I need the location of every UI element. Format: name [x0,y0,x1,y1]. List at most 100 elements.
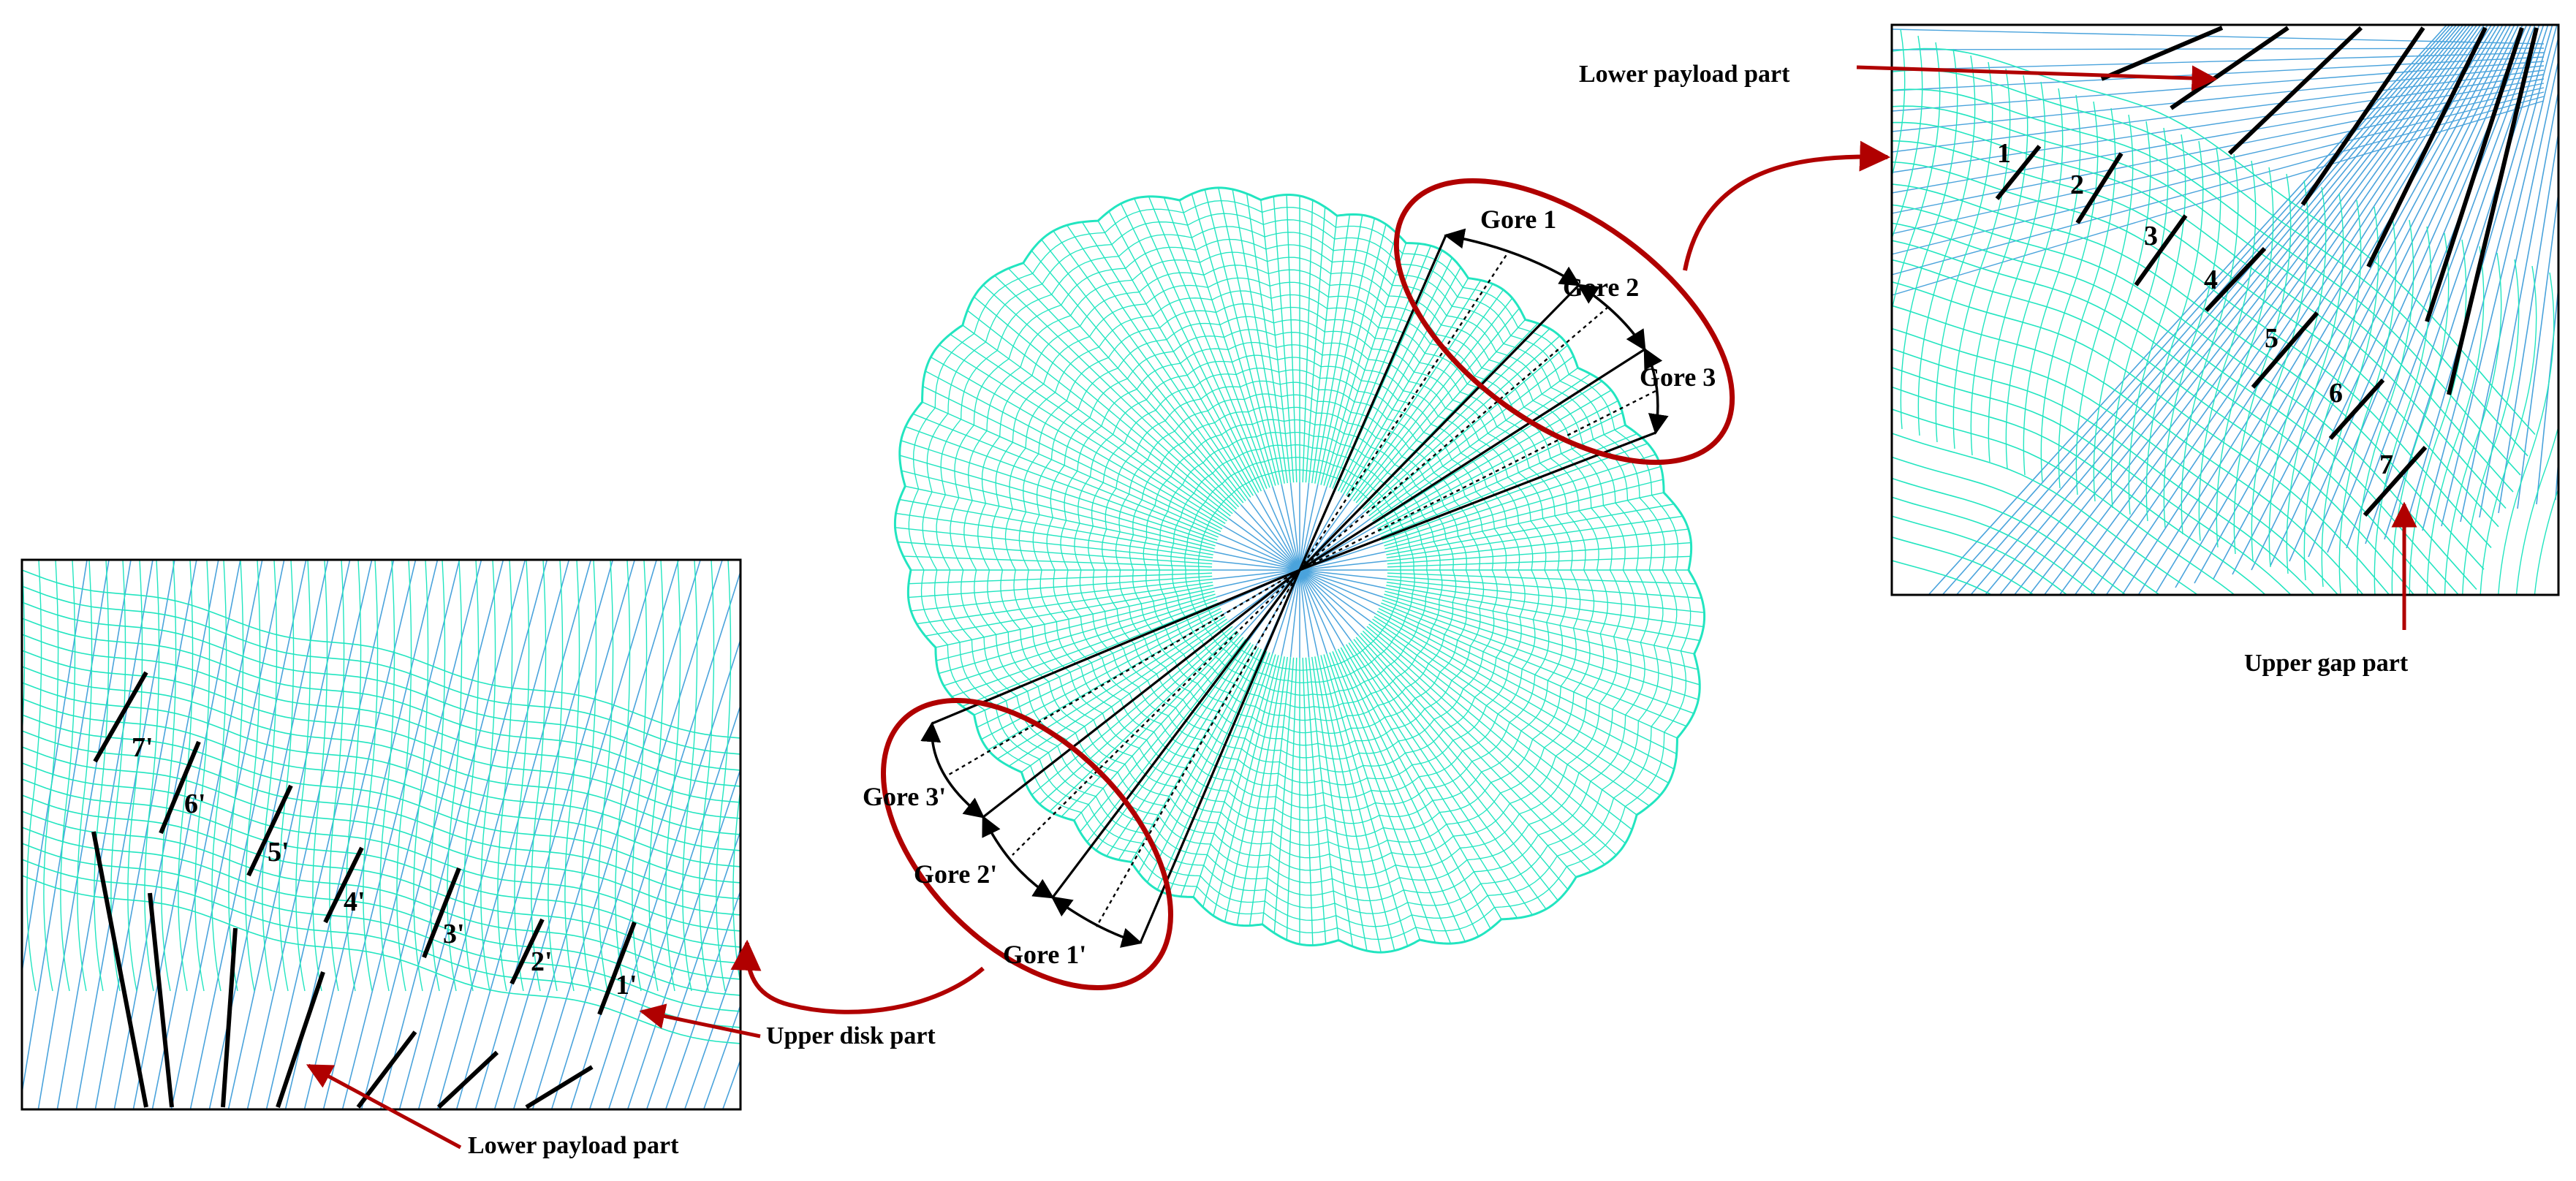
canopy-mesh-line [962,602,1219,707]
mesh-line [2181,153,2239,535]
mesh-line [2426,246,2485,595]
canopy-mesh-line [1343,278,1469,495]
vent-spoke [1289,482,1300,571]
mesh-line [1892,161,2492,548]
canopy-mesh-line [1191,194,1276,486]
vent-spoke [1299,551,1386,571]
canopy-mesh-line [1378,412,1623,533]
highlight-ellipse-upper [1393,178,1735,466]
suspension-line [1892,78,2545,194]
mesh-line [22,560,26,745]
canopy-mesh-line [1067,224,1251,498]
canopy-mesh-ring [977,265,1622,876]
canopy-mesh-line [1337,257,1453,492]
canopy-mesh-line [905,485,1214,552]
canopy-mesh-line [1372,618,1650,807]
canopy-mesh-line [1378,607,1677,755]
suspension-line [2156,25,2500,593]
mesh-line [581,560,597,992]
canopy-mesh-line [1387,555,1692,568]
gore-label-1-prime: Gore 1' [1003,940,1086,969]
canopy-mesh-line [1323,232,1397,486]
mesh-line [2128,134,2186,515]
canopy-mesh-line [1379,605,1678,739]
mesh-line [732,783,740,987]
mesh-line [346,560,362,992]
canopy-mesh-ring [908,200,1692,941]
mesh-line [22,746,740,916]
canopy-mesh-line [1364,628,1617,856]
vent-spoke [1299,569,1352,642]
canopy-mesh-line [1106,642,1251,857]
canopy-mesh-line [1384,590,1699,670]
gore-label-3-prime: Gore 3' [863,782,946,811]
callout-upper-gap: Upper gap part [2244,650,2409,677]
vent-spoke [1299,569,1344,647]
vent-spoke [1299,569,1336,650]
canopy-mesh-line [939,344,1226,524]
suspension-line [2403,25,2553,536]
highlight-ellipse-lower [881,698,1173,990]
suspension-line [607,703,740,1109]
canopy-mesh-ring [1184,457,1415,683]
mesh-line [1892,204,2477,590]
canopy-mesh-line [1370,620,1637,816]
mesh-line [22,875,740,1044]
canopy-mesh-line [1130,645,1257,862]
canopy-mesh-line [1346,280,1482,496]
canopy-mesh-line [974,296,1233,514]
canopy-mesh-line [1382,443,1648,541]
mesh-line [1892,259,2415,595]
canopy-mesh-line [1384,479,1664,550]
canopy-mesh-line [1386,585,1700,642]
gore-line [2227,26,2363,156]
mesh-line [144,560,160,992]
canopy-mesh-line [1053,230,1249,500]
vent-spoke [1299,569,1380,607]
right-inset-number-2: 2 [2070,170,2084,200]
suspension-line [1892,69,2545,153]
canopy-mesh-line [908,575,1213,599]
suspension-line [2232,25,2515,575]
canopy-mesh-line [895,527,1213,562]
canopy-mesh-line [905,426,1218,541]
vent-spoke [1219,533,1300,571]
suspension-line [474,560,636,1109]
suspension-line [151,560,263,1109]
mesh-line [178,560,194,992]
canopy-mesh-line [1368,355,1575,517]
mesh-line [2110,127,2169,509]
gore-segment [1995,145,2042,200]
canopy-mesh-line [1337,648,1480,937]
mesh-line [2409,239,2467,595]
left-inset-gore-lines [91,671,637,1109]
mesh-line [1988,81,2046,463]
canopy-mesh-line [1108,210,1259,493]
mesh-line [564,560,580,992]
mesh-line [312,560,328,992]
gore-segment [2251,311,2319,389]
canopy-mesh-line [923,385,1221,533]
canopy-mesh-line [899,455,1216,547]
canopy-mesh-line [901,470,1215,550]
suspension-line [2074,25,2482,595]
canopy-mesh-line [1273,657,1295,933]
suspension-line [1892,29,2545,45]
mesh-line [699,560,715,992]
vent-spoke [1213,551,1300,571]
callout-arrow-upper-disk [639,1003,761,1038]
canopy-mesh-line [1138,647,1259,873]
canopy-mesh-line [1031,626,1233,796]
vent-spoke [1272,569,1300,654]
mesh-line [2198,160,2257,542]
vent-spoke [1228,517,1300,571]
suspension-line [2308,25,2532,558]
mesh-line [363,560,379,992]
vent-spoke [1299,569,1327,654]
canopy-mesh-line [1086,639,1246,843]
mesh-line [1892,515,2069,595]
canopy-mesh-line [1360,632,1592,873]
canopy-mesh-line [1192,653,1273,897]
gore-line [1299,348,1645,571]
